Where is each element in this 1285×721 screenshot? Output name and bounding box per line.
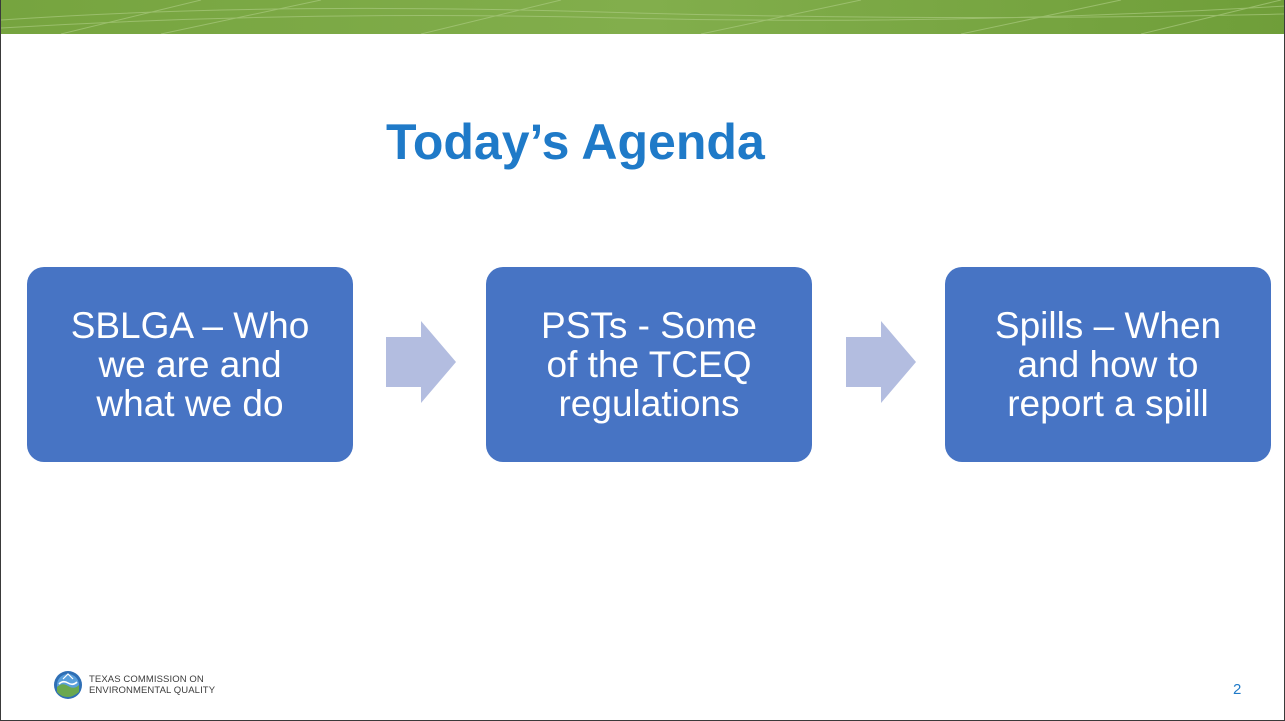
agenda-step-line: Spills – When: [994, 305, 1222, 346]
footer-org-line: TEXAS COMMISSION ON: [89, 674, 204, 685]
agenda-step-text: Spills – When and how to report a spill: [973, 306, 1243, 423]
agenda-step-line: SBLGA – Who: [70, 305, 310, 346]
footer-org-line: ENVIRONMENTAL QUALITY: [89, 685, 216, 696]
agenda-step-line: we are and: [98, 344, 282, 385]
agenda-step-line: and how to: [1017, 344, 1199, 385]
footer-logo: TEXAS COMMISSION ON ENVIRONMENTAL QUALIT…: [53, 670, 215, 700]
right-arrow-icon: [386, 321, 456, 403]
tceq-logo-icon: [54, 671, 82, 699]
right-arrow-icon: [846, 321, 916, 403]
agenda-step-psts: PSTs - Some of the TCEQ regulations: [486, 267, 812, 462]
agenda-step-line: of the TCEQ: [546, 344, 752, 385]
agenda-step-line: what we do: [96, 383, 284, 424]
slide-title: Today’s Agenda: [386, 114, 765, 170]
agenda-step-text: PSTs - Some of the TCEQ regulations: [524, 306, 774, 423]
agenda-step-spills: Spills – When and how to report a spill: [945, 267, 1271, 462]
agenda-step-line: regulations: [558, 383, 740, 424]
agenda-step-text: SBLGA – Who we are and what we do: [50, 306, 330, 423]
page-number: 2: [1233, 681, 1242, 698]
agenda-step-line: report a spill: [1007, 383, 1209, 424]
header-banner: [1, 0, 1284, 34]
agenda-step-line: PSTs - Some: [541, 305, 757, 346]
agenda-step-sblga: SBLGA – Who we are and what we do: [27, 267, 353, 462]
footer-org-name: TEXAS COMMISSION ON ENVIRONMENTAL QUALIT…: [89, 674, 215, 696]
